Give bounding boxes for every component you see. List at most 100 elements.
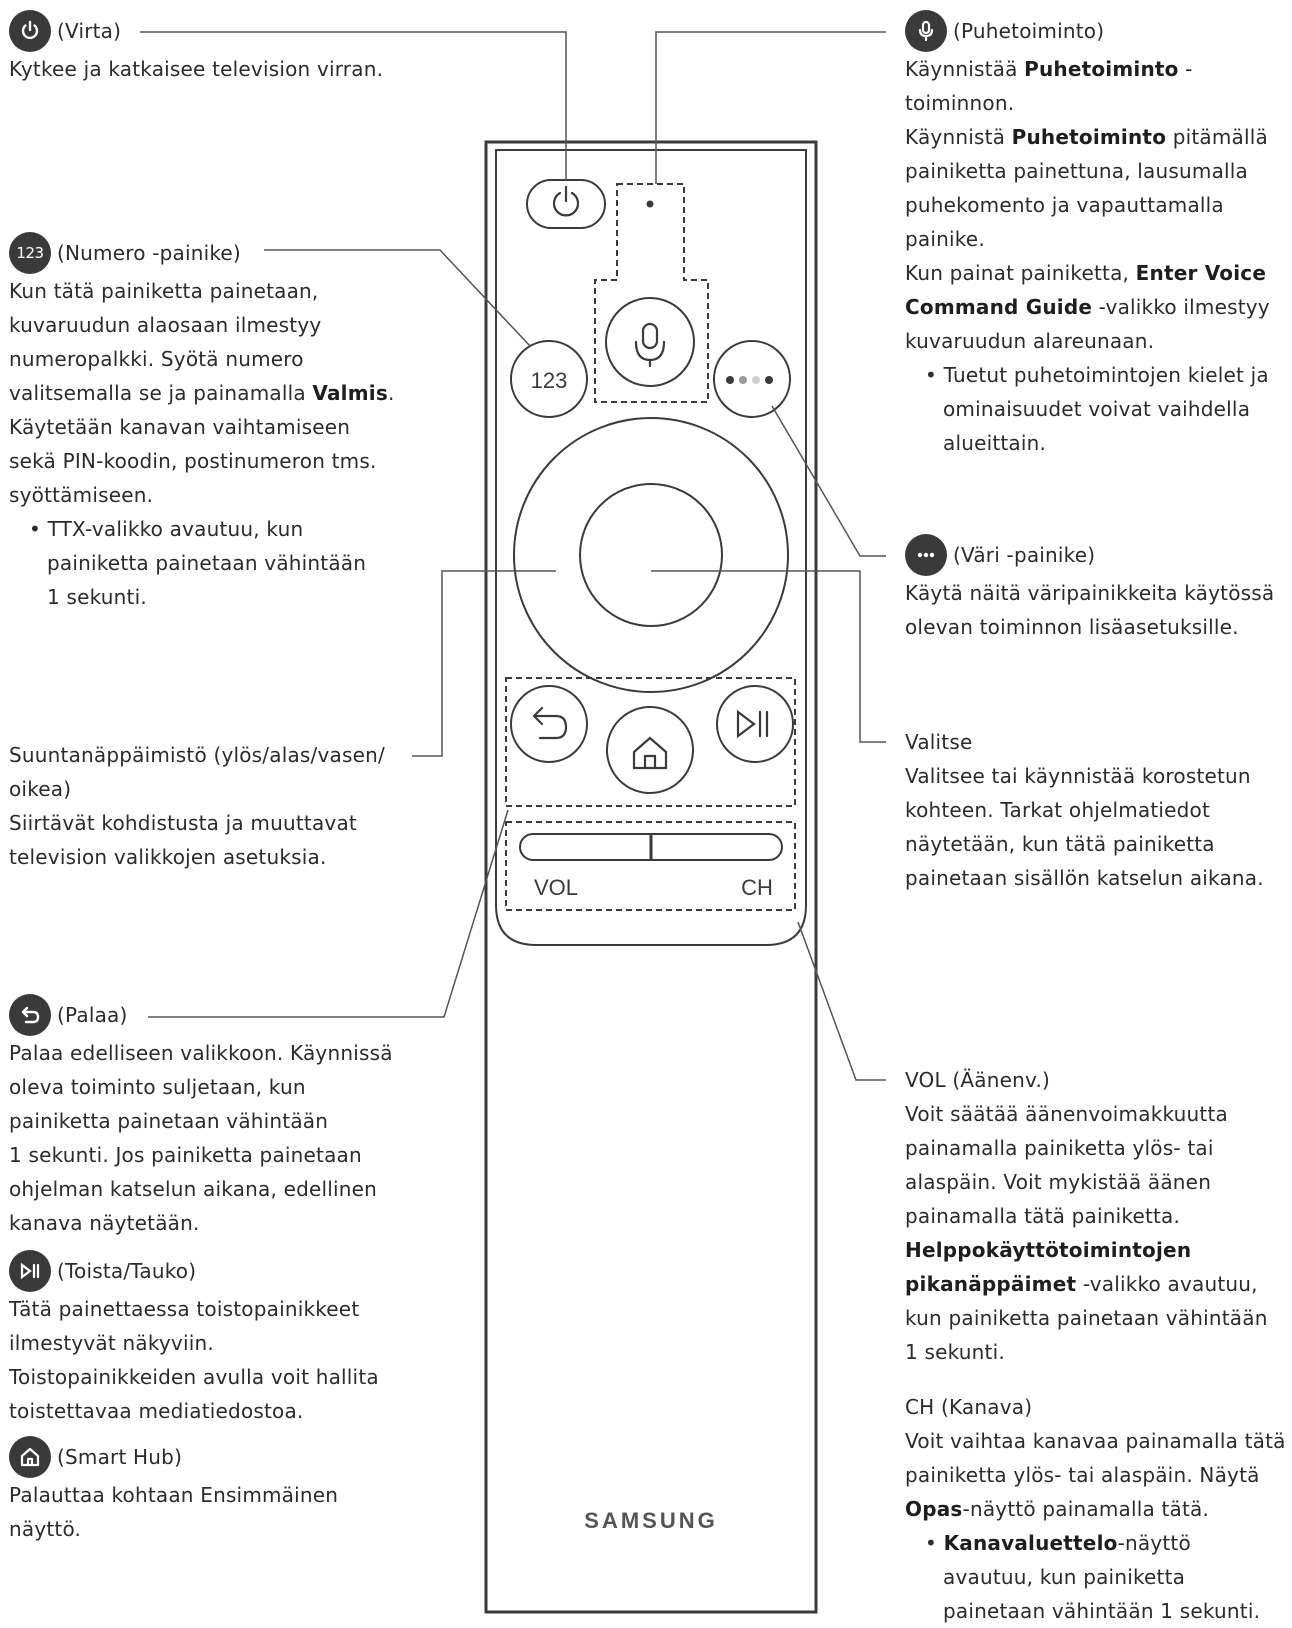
toista-title: (Toista/Tauko): [57, 1259, 197, 1283]
remote-mic-button: [605, 297, 695, 387]
toista-desc-line: toistettavaa mediatiedostoa.: [9, 1399, 304, 1423]
numero-desc-line: kuvaruudun alaosaan ilmestyy: [9, 313, 322, 337]
suunta-title-line: Suuntanäppäimistö (ylös/alas/vasen/: [9, 743, 385, 767]
puhe-bullet: • Tuetut puhetoimintojen kielet ja omina…: [925, 363, 1269, 455]
valitse-title: Valitse: [905, 730, 973, 754]
connector-vol: [797, 921, 886, 1081]
remote-vol-label: VOL: [534, 875, 578, 900]
valitse-block: Valitse Valitsee tai käynnistää korostet…: [905, 725, 1290, 895]
numero-block: 123 (Numero -painike) Kun tätä painikett…: [9, 232, 419, 614]
vari-block: (Väri -painike) Käytä näitä väripainikke…: [905, 534, 1290, 644]
color-dots-icon: [905, 534, 947, 576]
suunta-desc-line: Siirtävät kohdistusta ja muuttavat: [9, 811, 357, 835]
remote-upper-panel: [495, 149, 807, 946]
vol-desc-line: kun painiketta painetaan vähintään: [905, 1306, 1268, 1330]
palaa-desc-line: painiketta painetaan vähintään: [9, 1109, 329, 1133]
number-button-icon: 123: [9, 232, 51, 274]
puhe-desc-line: painiketta painettuna, lausumalla: [905, 159, 1248, 183]
connector-mic: [655, 31, 886, 184]
home-icon: [632, 736, 668, 770]
numero-bullet: • TTX-valikko avautuu, kun painiketta pa…: [29, 517, 367, 609]
play-pause-icon: [9, 1250, 51, 1292]
play-pause-icon: [736, 709, 756, 739]
ch-desc-line: painiketta ylös- tai alaspäin. Näytä: [905, 1463, 1260, 1487]
numero-title: (Numero -painike): [57, 241, 241, 265]
puhe-desc-line: puhekomento ja vapauttamalla: [905, 193, 1224, 217]
remote-back-button: [510, 685, 588, 763]
back-icon: [532, 706, 568, 740]
numero-desc-line: valitsemalla se ja painamalla Valmis.: [9, 381, 395, 405]
valitse-desc-line: Valitsee tai käynnistää korostetun: [905, 764, 1251, 788]
connector-back: [148, 809, 509, 1018]
ch-title: CH (Kanava): [905, 1395, 1033, 1419]
toista-block: (Toista/Tauko) Tätä painettaessa toistop…: [9, 1250, 419, 1428]
virta-desc: Kytkee ja katkaisee television virran.: [9, 57, 384, 81]
smarthub-desc-line: Palauttaa kohtaan Ensimmäinen: [9, 1483, 339, 1507]
vol-block: VOL (Äänenv.) Voit säätää äänenvoimakkuu…: [905, 1063, 1290, 1369]
palaa-desc-line: kanava näytetään.: [9, 1211, 200, 1235]
vari-desc-line: Käytä näitä väripainikkeita käytössä: [905, 581, 1275, 605]
smarthub-title: (Smart Hub): [57, 1445, 183, 1469]
remote-home-button: [606, 706, 694, 794]
vol-desc-line: Voit säätää äänenvoimakkuutta: [905, 1102, 1228, 1126]
puhe-title: (Puhetoiminto): [953, 19, 1105, 43]
toista-desc-line: Tätä painettaessa toistopainikkeet: [9, 1297, 360, 1321]
palaa-title: (Palaa): [57, 1003, 128, 1027]
vari-desc-line: olevan toiminnon lisäasetuksille.: [905, 615, 1239, 639]
puhe-desc-line: Käynnistä Puhetoiminto pitämällä: [905, 125, 1268, 149]
remote-mic-zone: [594, 183, 709, 403]
valitse-desc-line: kohteen. Tarkat ohjelmatiedot: [905, 798, 1211, 822]
vari-title: (Väri -painike): [953, 543, 1096, 567]
connector-number: [264, 249, 531, 347]
vol-desc-line: 1 sekunti.: [905, 1340, 1005, 1364]
palaa-desc-line: Palaa edelliseen valikkoon. Käynnissä: [9, 1041, 393, 1065]
remote-select-button: [579, 483, 723, 627]
remote-dpad: [513, 417, 789, 693]
palaa-desc-line: oleva toiminto suljetaan, kun: [9, 1075, 306, 1099]
remote-number-button: [510, 340, 588, 418]
vol-desc-line: alaspäin. Voit mykistää äänen: [905, 1170, 1212, 1194]
microphone-icon: [641, 322, 659, 350]
power-icon: [552, 191, 580, 217]
remote-body: [484, 140, 818, 1614]
palaa-desc-line: ohjelman katselun aikana, edellinen: [9, 1177, 377, 1201]
toista-desc-line: Toistopainikkeiden avulla voit hallita: [9, 1365, 379, 1389]
smarthub-desc-line: näyttö.: [9, 1517, 82, 1541]
microphone-icon: [905, 10, 947, 52]
puhe-block: (Puhetoiminto) Käynnistää Puhetoiminto -…: [905, 10, 1290, 460]
back-icon: [9, 994, 51, 1036]
vol-desc-line: Helppokäyttötoimintojen: [905, 1238, 1192, 1262]
numero-desc-line: Käytetään kanavan vaihtamiseen: [9, 415, 351, 439]
virta-block: (Virta) Kytkee ja katkaisee television v…: [9, 10, 409, 86]
smarthub-block: (Smart Hub) Palauttaa kohtaan Ensimmäine…: [9, 1436, 419, 1546]
connector-select: [651, 570, 886, 743]
puhe-desc-line: Command Guide -valikko ilmestyy: [905, 295, 1270, 319]
palaa-desc-line: 1 sekunti. Jos painiketta painetaan: [9, 1143, 362, 1167]
power-icon: [9, 10, 51, 52]
remote-color-button: [713, 340, 791, 418]
puhe-desc-line: Kun painat painiketta, Enter Voice: [905, 261, 1267, 285]
suunta-block: Suuntanäppäimistö (ylös/alas/vasen/ oike…: [9, 738, 419, 874]
puhe-desc-line: kuvaruudun alareunaan.: [905, 329, 1155, 353]
ch-block: CH (Kanava) Voit vaihtaa kanavaa painama…: [905, 1390, 1290, 1628]
vol-title: VOL (Äänenv.): [905, 1068, 1051, 1092]
palaa-block: (Palaa) Palaa edelliseen valikkoon. Käyn…: [9, 994, 419, 1240]
numero-desc-line: numeropalkki. Syötä numero: [9, 347, 304, 371]
remote-rocker-zone: [505, 821, 796, 911]
numero-desc-line: syöttämiseen.: [9, 483, 154, 507]
puhe-desc-line: Käynnistää Puhetoiminto -toiminnon.: [905, 57, 1193, 115]
vol-desc-line: painamalla tätä painiketta.: [905, 1204, 1181, 1228]
valitse-desc-line: painetaan sisällön katselun aikana.: [905, 866, 1264, 890]
vol-desc-line: pikanäppäimet -valikko avautuu,: [905, 1272, 1258, 1296]
numero-desc-line: sekä PIN-koodin, postinumeron tms.: [9, 449, 377, 473]
valitse-desc-line: näytetään, kun tätä painiketta: [905, 832, 1215, 856]
numero-desc-line: Kun tätä painiketta painetaan,: [9, 279, 319, 303]
connector-color: [771, 405, 886, 557]
ch-bullet: • Kanavaluettelo-näyttö avautuu, kun pai…: [925, 1531, 1261, 1623]
home-icon: [9, 1436, 51, 1478]
remote-123-label: 123: [531, 368, 568, 393]
suunta-desc-line: television valikkojen asetuksia.: [9, 845, 327, 869]
remote-playpause-button: [716, 685, 794, 763]
virta-title: (Virta): [57, 19, 122, 43]
remote-nav-zone: [505, 677, 796, 807]
